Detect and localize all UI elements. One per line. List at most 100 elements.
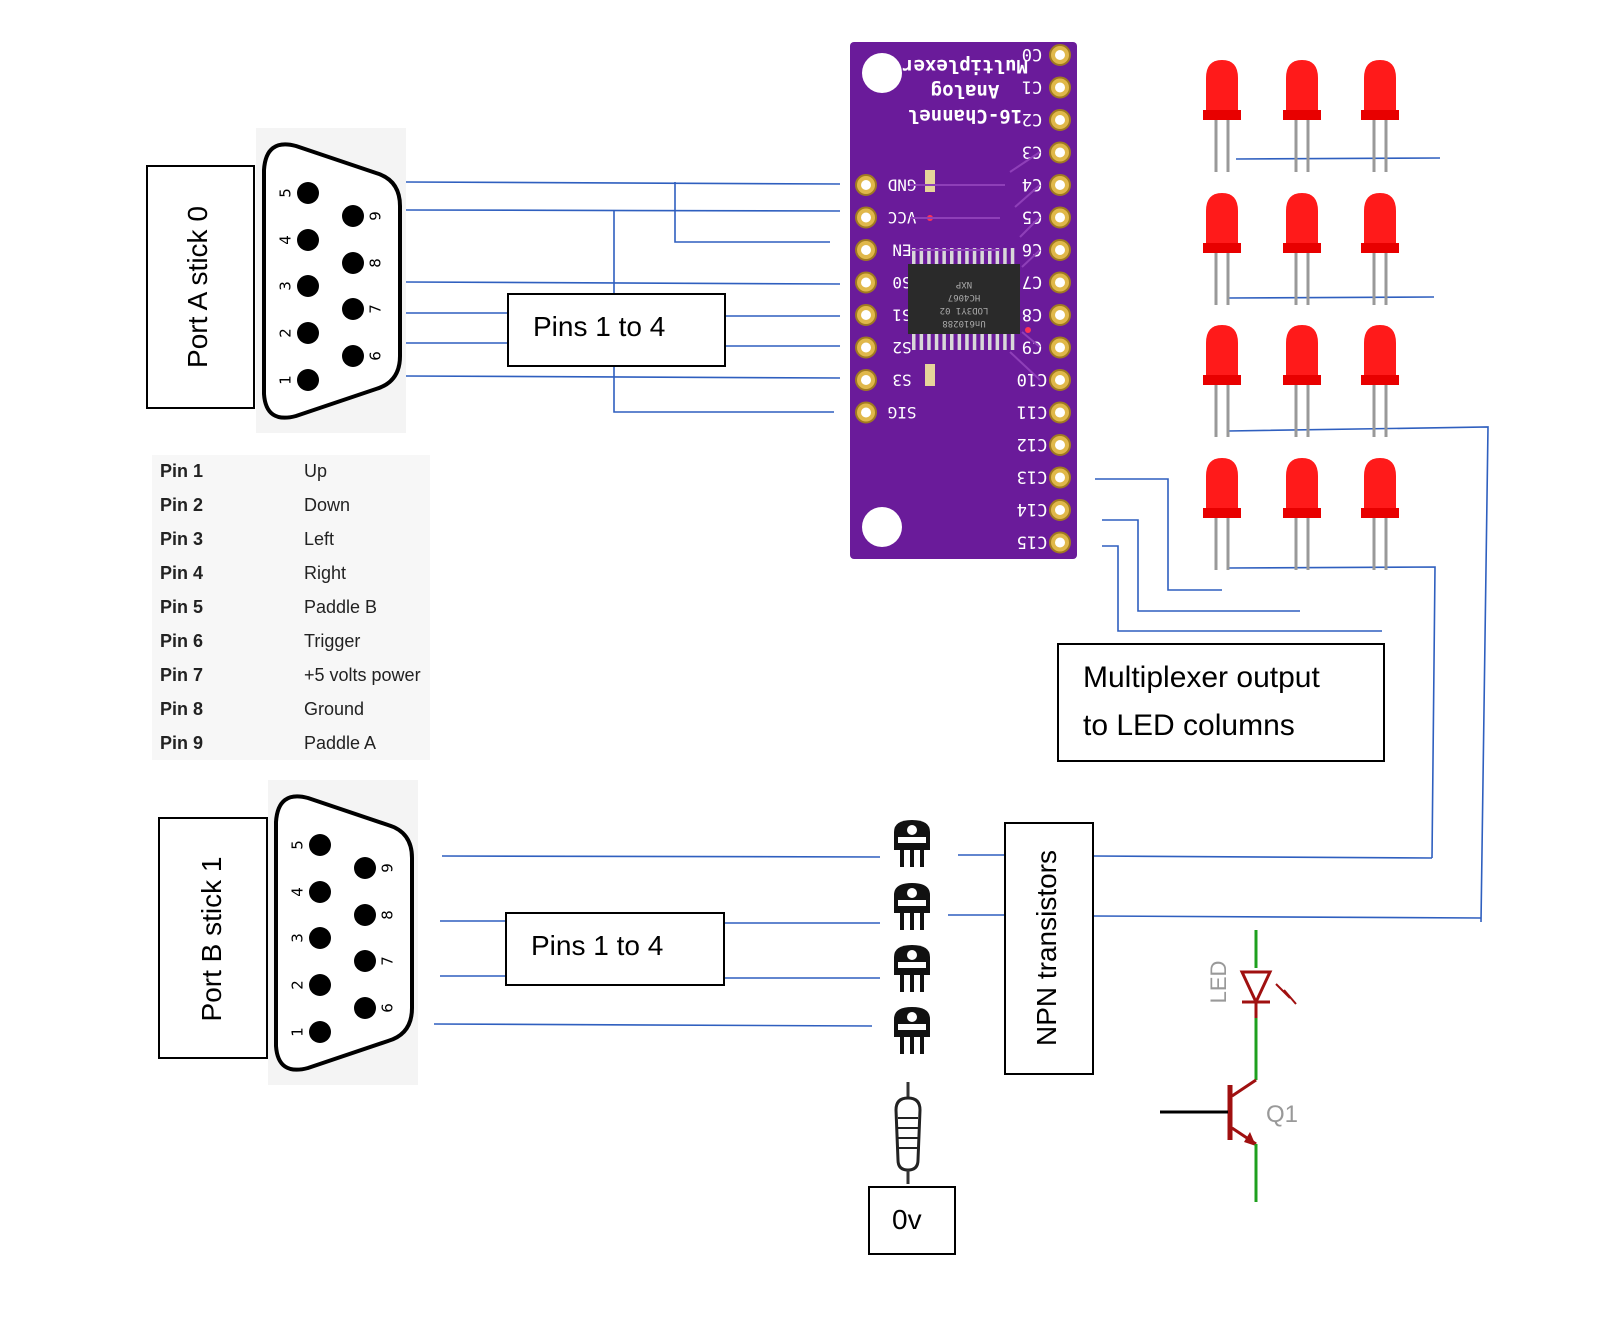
pins-box-a: Pins 1 to 4 <box>507 293 726 367</box>
port-b-pin-9 <box>354 857 376 879</box>
pin-table-function: Paddle B <box>304 597 378 617</box>
pin-table-function: Trigger <box>304 631 361 651</box>
mux-pin-hole-C14 <box>1055 505 1065 515</box>
led-flange <box>1283 375 1321 385</box>
pin-table-pin: Pin 1 <box>160 461 204 481</box>
npn-transistor-tab-hole <box>907 888 917 898</box>
wire <box>405 209 841 212</box>
led-body <box>1206 193 1238 248</box>
wire <box>433 1023 873 1027</box>
pin-table-pin: Pin 4 <box>160 563 204 583</box>
mux-pin-label-C8: C8 <box>1022 304 1042 324</box>
mux-pin-label-C12: C12 <box>1017 434 1048 454</box>
mux-pin-label-C6: C6 <box>1022 239 1042 259</box>
mux-chip-lead <box>934 334 939 350</box>
led-body <box>1364 60 1396 115</box>
port-a-pin-number-7: 7 <box>367 304 385 314</box>
npn-transistor-leg <box>920 1037 924 1054</box>
led-body <box>1364 458 1396 513</box>
mux-chip-lead <box>1003 334 1007 350</box>
schematic-emitter-arrow <box>1244 1132 1256 1146</box>
port-b-pin-2 <box>309 974 331 996</box>
mux-pin-hole-VCC <box>861 212 871 223</box>
mux-trace <box>1014 184 1041 208</box>
port-a-pin-1 <box>297 369 319 391</box>
port-b-pin-6 <box>354 997 376 1019</box>
port-b-pin-number-1: 1 <box>289 1027 307 1037</box>
mux-chip-lead <box>972 334 977 350</box>
led-flange <box>1361 508 1399 518</box>
mux-pin-label-C0: C0 <box>1022 44 1042 64</box>
led-flange <box>1361 375 1399 385</box>
mux-chip-text: HC4067 <box>948 292 981 302</box>
pins-box-b: Pins 1 to 4 <box>505 912 725 986</box>
pin-table-pin: Pin 5 <box>160 597 204 617</box>
mux-pin-label-C9: C9 <box>1022 337 1042 357</box>
mux-pin-hole-GND <box>861 180 871 190</box>
mux-pin-label-C3: C3 <box>1022 142 1042 162</box>
port-a-pin-number-1: 1 <box>277 375 295 385</box>
wire <box>1227 426 1489 923</box>
mux-pin-hole-C3 <box>1055 147 1065 158</box>
pin-table-pin: Pin 8 <box>160 699 204 719</box>
mux-pin-hole-C5 <box>1055 212 1065 223</box>
mux-mount-hole-top <box>862 53 902 93</box>
mux-resistor-smd <box>925 364 935 386</box>
mux-chip-lead <box>1010 334 1015 350</box>
mux-pin-label-C14: C14 <box>1017 499 1048 519</box>
npn-transistor-tab-hole <box>907 1012 917 1022</box>
port-b-pin-number-4: 4 <box>289 887 307 897</box>
wire <box>1235 157 1441 160</box>
npn-transistor-leg <box>900 1037 904 1054</box>
npn-transistor-leg <box>920 975 924 992</box>
port-a-pin-6 <box>342 345 364 367</box>
pins-box-b-label: Pins 1 to 4 <box>531 930 664 961</box>
pin-table-function: Up <box>304 461 328 481</box>
pin-table-function: Right <box>304 563 347 583</box>
led-flange <box>1361 243 1399 253</box>
npn-transistors-box: NPN transistors <box>1004 822 1094 1075</box>
mux-title-line-1: Multiplexer <box>902 55 1028 77</box>
mux-capacitor <box>925 170 935 192</box>
mux-pin-label-C1: C1 <box>1022 77 1042 97</box>
mux-trace <box>1021 249 1041 268</box>
pin-table-pin: Pin 7 <box>160 665 204 685</box>
wire <box>1102 545 1382 632</box>
mux-chip-lead <box>950 334 954 350</box>
wire <box>405 281 841 285</box>
mux-pin-hole-C9 <box>1055 342 1065 353</box>
transistor-stack <box>894 820 930 1184</box>
mux-pin-hole-S2 <box>861 342 871 353</box>
npn-transistor-stripe <box>898 1024 926 1030</box>
mux-chip-lead <box>1010 248 1015 264</box>
mux-pin-hole-C1 <box>1055 82 1065 93</box>
led-flange <box>1283 508 1321 518</box>
port-a-pin-number-2: 2 <box>277 328 295 338</box>
led-grid <box>1203 60 1399 570</box>
schematic-light-arrow <box>1283 989 1297 1005</box>
mux-pin-hole-C13 <box>1055 472 1065 483</box>
npn-transistor-tab-hole <box>907 825 917 835</box>
mux-chip-lead <box>957 248 962 264</box>
mux-chip-lead <box>942 248 946 264</box>
mux-chip-text: NXP <box>955 279 972 289</box>
led-body <box>1206 458 1238 513</box>
mux-pin-label-S3: S3 <box>892 371 911 390</box>
wire <box>441 855 881 858</box>
npn-transistor-tab-hole <box>907 950 917 960</box>
pin-table-function: Paddle A <box>304 733 377 753</box>
mux-output-line-2: to LED columns <box>1083 709 1295 742</box>
mux-pin-label-C11: C11 <box>1017 402 1048 422</box>
pin-table-pin: Pin 6 <box>160 631 204 651</box>
npn-transistor-leg <box>910 1037 914 1054</box>
pin-table-row: Pin 6 Trigger <box>152 625 430 659</box>
pin-table-pin: Pin 2 <box>160 495 204 515</box>
pin-table-function: Down <box>304 495 351 515</box>
npn-transistors-label: NPN transistors <box>1031 849 1062 1047</box>
led-flange <box>1283 243 1321 253</box>
led-body <box>1364 325 1396 380</box>
